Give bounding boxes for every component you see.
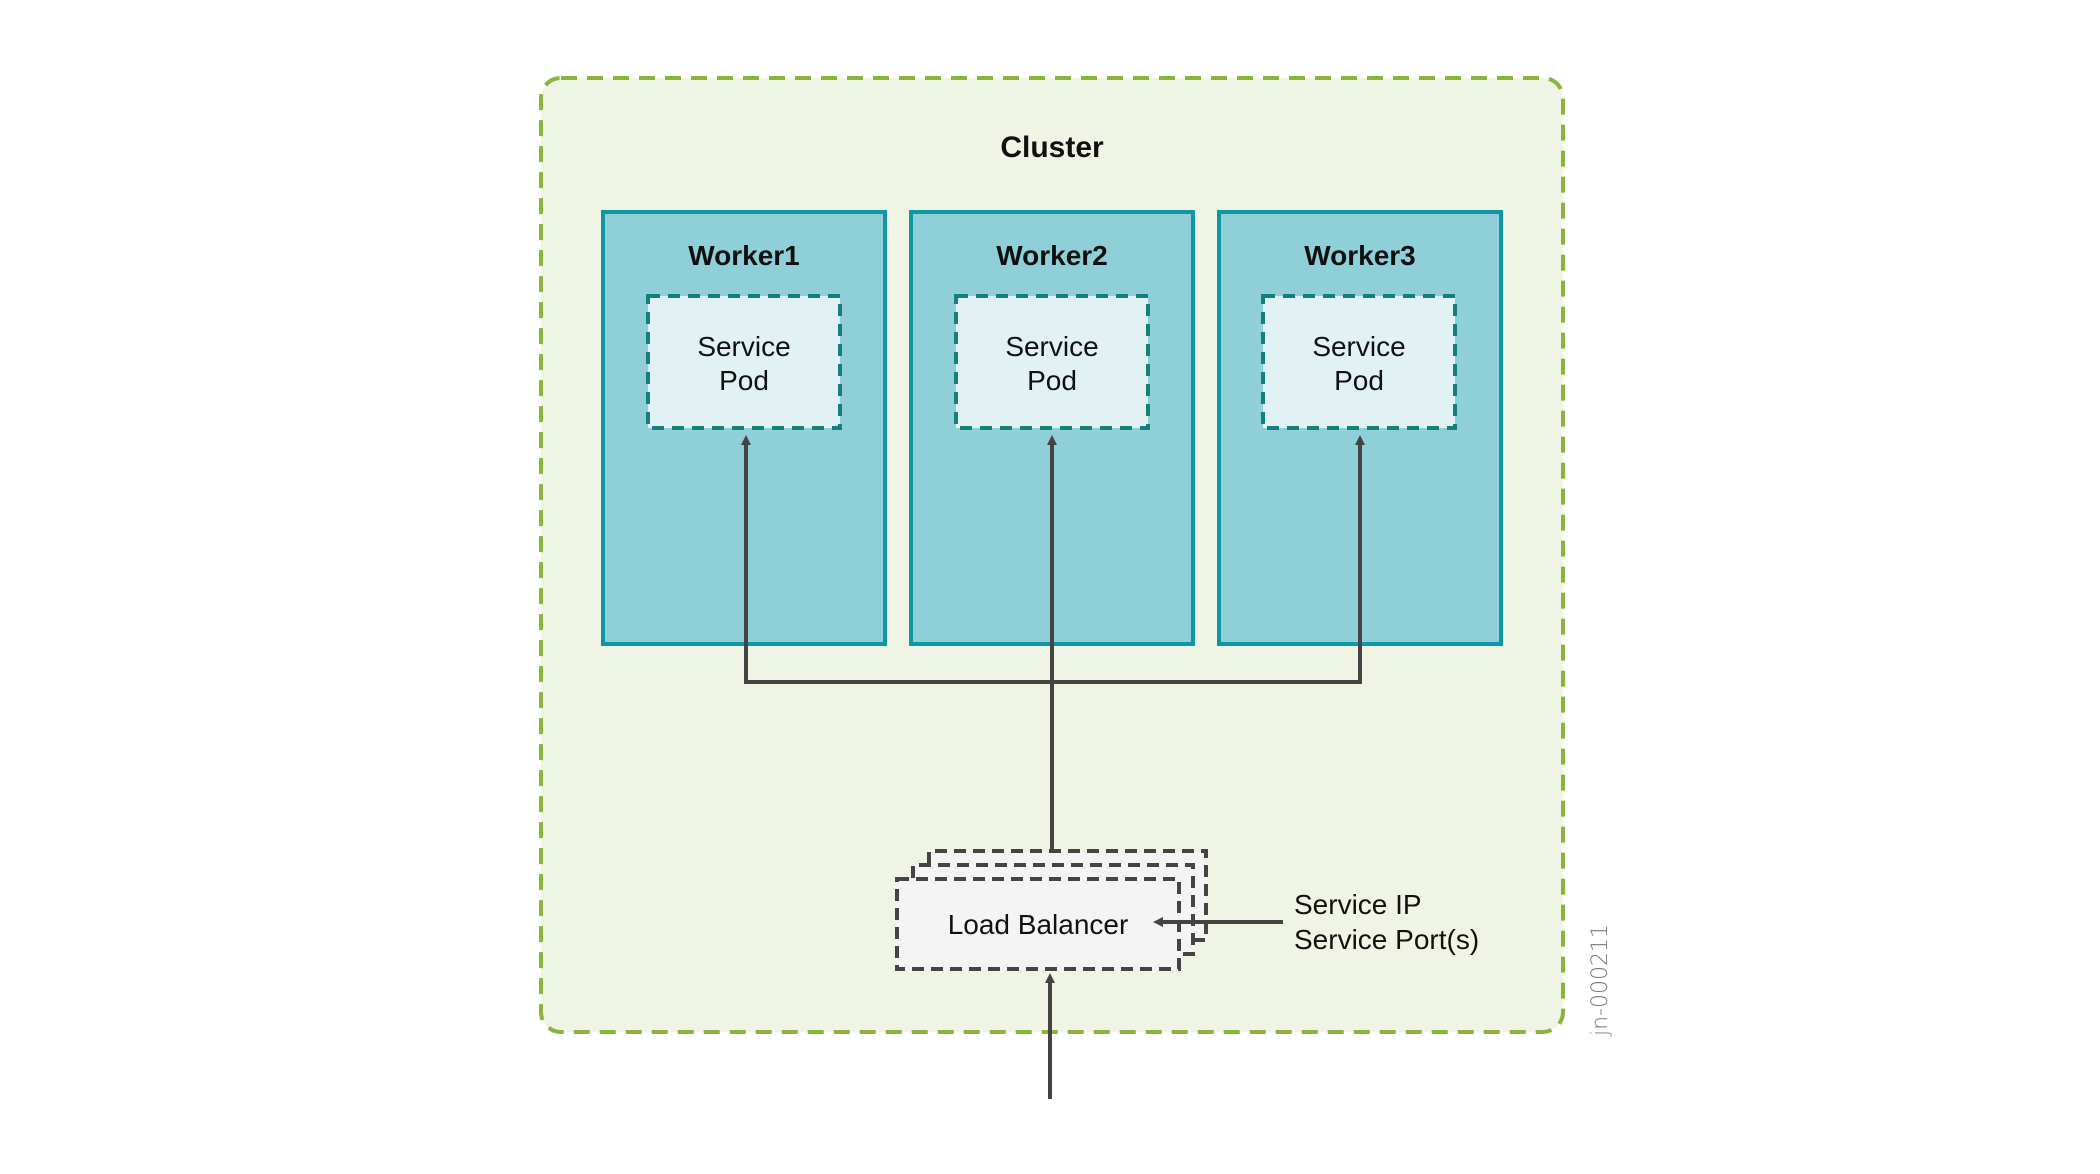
- service-pod-label-line2: Pod: [719, 365, 769, 396]
- service-pod-label-line1: Service: [697, 331, 790, 362]
- worker-label: Worker2: [996, 240, 1108, 271]
- service-ip-label: Service IP: [1294, 889, 1422, 920]
- service-pod-box: [1261, 294, 1457, 430]
- service-pod-label-line1: Service: [1312, 331, 1405, 362]
- service-pod-box: [954, 294, 1150, 430]
- service-pod-label-line2: Pod: [1027, 365, 1077, 396]
- worker-label: Worker3: [1304, 240, 1416, 271]
- connector-to-worker3-pod: [1052, 435, 1365, 684]
- load-balancer-box: [895, 877, 1181, 971]
- service-pod-label-line2: Pod: [1334, 365, 1384, 396]
- service-pod-box: [646, 294, 842, 430]
- cluster-label: Cluster: [1000, 131, 1104, 164]
- load-balancer: Load Balancer: [895, 849, 1208, 971]
- load-balancer-stack-middle-outline: [911, 863, 1195, 956]
- load-balancer-label: Load Balancer: [948, 909, 1129, 940]
- worker-label: Worker1: [688, 240, 800, 271]
- worker-node: Worker3 Service Pod: [1217, 210, 1503, 646]
- connector-to-worker1-pod: [741, 435, 1054, 850]
- load-balancer-stack-back-outline: [927, 849, 1208, 942]
- service-ports-label: Service Port(s): [1294, 924, 1479, 955]
- figure-id-watermark: jn-000211: [1588, 924, 1613, 1037]
- service-pod-label-line1: Service: [1005, 331, 1098, 362]
